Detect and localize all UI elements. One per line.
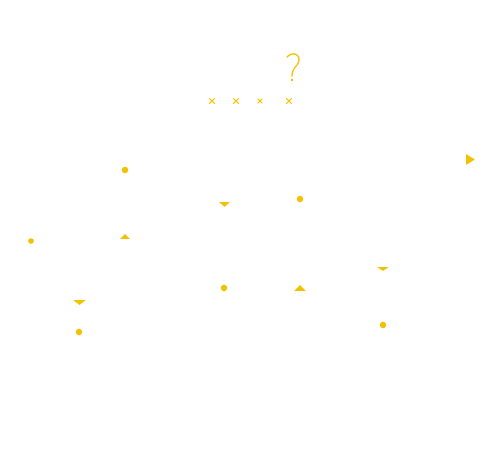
dot-target[interactable] xyxy=(28,238,34,244)
triangle-down-target[interactable] xyxy=(219,202,230,207)
triangle-down-target[interactable] xyxy=(377,267,389,271)
triangle-up-target[interactable] xyxy=(294,285,306,291)
x-mark-icon xyxy=(208,97,216,105)
triangle-up-target[interactable] xyxy=(120,234,130,239)
x-mark-icon xyxy=(232,97,240,105)
triangle-down-target[interactable] xyxy=(73,300,86,305)
x-mark-icon xyxy=(257,98,263,104)
dot-target[interactable] xyxy=(121,166,129,174)
dot-target[interactable] xyxy=(296,195,304,203)
x-mark-icon xyxy=(285,97,293,105)
attempt-marks xyxy=(208,97,293,105)
dot-target[interactable] xyxy=(220,284,228,292)
target-field xyxy=(28,154,475,336)
dot-target[interactable] xyxy=(75,328,83,336)
triangle-right-target[interactable] xyxy=(466,154,475,165)
dot-target[interactable] xyxy=(379,321,387,329)
question-mark-icon xyxy=(286,53,300,82)
